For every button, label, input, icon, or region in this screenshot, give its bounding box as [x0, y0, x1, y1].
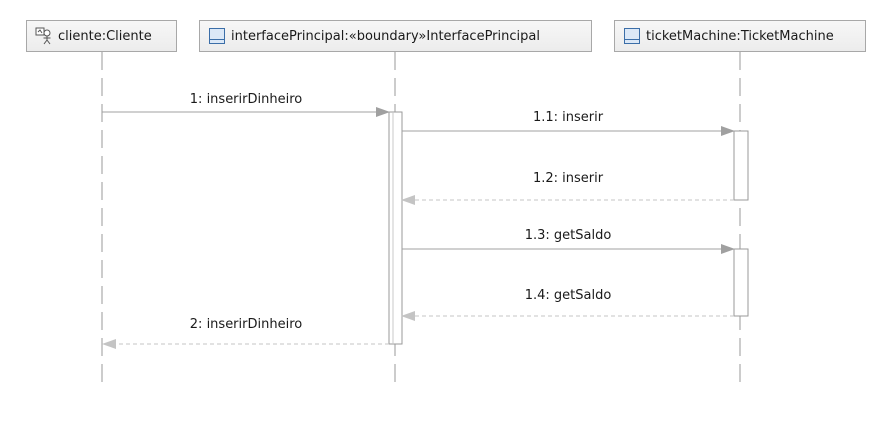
- lifeline-head-cliente[interactable]: cliente:Cliente: [26, 20, 177, 52]
- class-icon: [624, 28, 640, 44]
- message-label-2: 2: inserirDinheiro: [190, 317, 302, 332]
- lifeline-label-cliente: cliente:Cliente: [58, 28, 152, 44]
- message-label-1-1: 1.1: inserir: [533, 110, 604, 125]
- message-label-1-4: 1.4: getSaldo: [525, 288, 612, 303]
- message-label-1-2: 1.2: inserir: [533, 171, 604, 186]
- activation-ticket-2: [733, 248, 749, 317]
- lifeline-head-ticket[interactable]: ticketMachine:TicketMachine: [614, 20, 866, 52]
- class-icon: [209, 28, 225, 44]
- lifeline-head-interface[interactable]: interfacePrincipal:«boundary»InterfacePr…: [199, 20, 592, 52]
- message-label-1: 1: inserirDinheiro: [190, 92, 302, 107]
- lifeline-label-interface: interfacePrincipal:«boundary»InterfacePr…: [231, 28, 540, 44]
- lifeline-label-ticket: ticketMachine:TicketMachine: [646, 28, 834, 44]
- activation-interface: [388, 111, 403, 345]
- activation-ticket-1: [733, 130, 749, 201]
- message-label-1-3: 1.3: getSaldo: [525, 228, 612, 243]
- actor-icon: [35, 27, 51, 45]
